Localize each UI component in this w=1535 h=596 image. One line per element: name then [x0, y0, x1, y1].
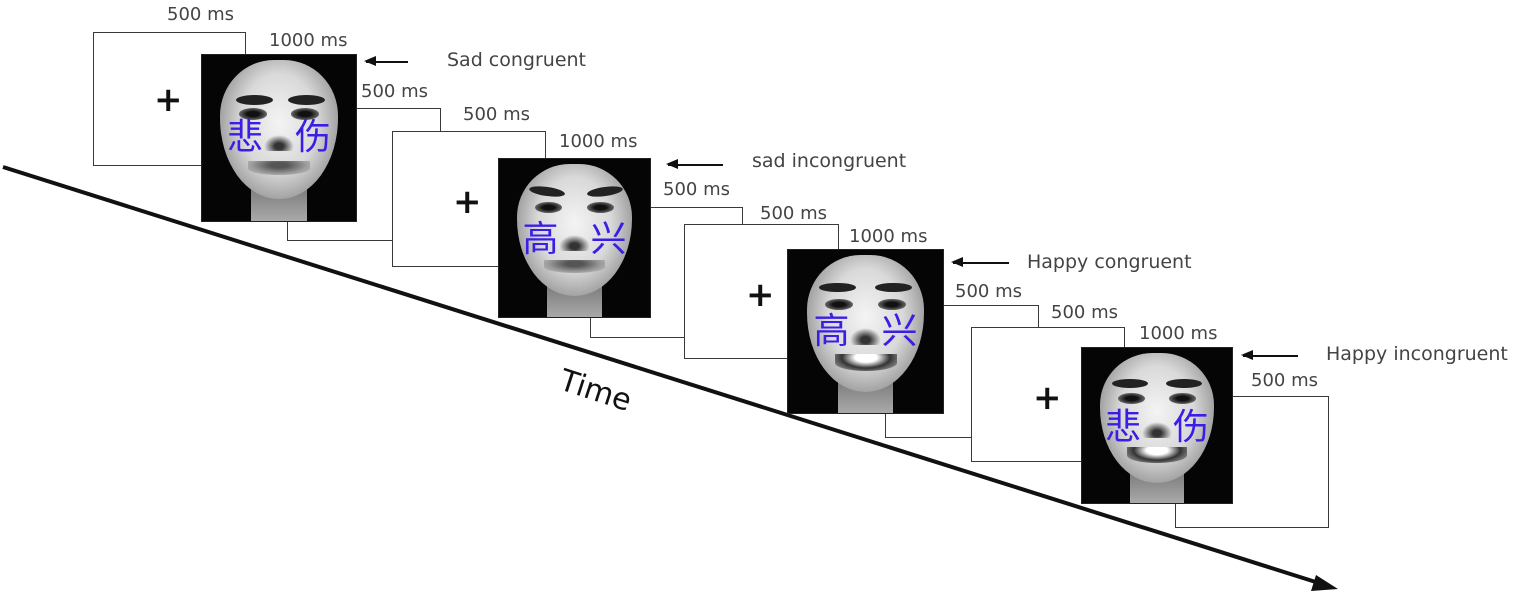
trial-3-blank-duration: 500 ms: [955, 281, 1022, 302]
trial-1-condition-label: Sad congruent: [447, 49, 587, 71]
fixation-cross: +: [746, 275, 775, 315]
pointer-arrow-icon: [951, 258, 1009, 266]
trial-3-condition-label: Happy congruent: [1027, 251, 1192, 273]
trial-2-condition-label: sad incongruent: [752, 150, 907, 172]
fixation-cross: +: [1033, 378, 1062, 418]
emotion-word: 悲伤: [226, 117, 331, 159]
trial-3-face-stimulus: 高兴: [787, 249, 944, 414]
trial-4-fixation-duration: 500 ms: [1051, 302, 1118, 323]
pointer-arrow-icon: [1241, 351, 1298, 359]
trial-1-face-duration: 1000 ms: [269, 30, 348, 51]
emotion-word: 高兴: [522, 218, 627, 260]
trial-3-face-duration: 1000 ms: [849, 226, 928, 247]
fixation-cross: +: [453, 182, 482, 222]
trial-2-fixation-duration: 500 ms: [463, 104, 530, 125]
trial-3-fixation-duration: 500 ms: [760, 203, 827, 224]
trial-4-condition-label: Happy incongruent: [1326, 343, 1508, 365]
trial-2-face-duration: 1000 ms: [559, 131, 638, 152]
trial-1-fixation-duration: 500 ms: [167, 4, 234, 25]
fixation-cross: +: [154, 80, 183, 120]
pointer-arrow-icon: [364, 57, 408, 65]
emotion-word: 悲伤: [1104, 406, 1209, 448]
trial-4-blank-duration: 500 ms: [1251, 370, 1318, 391]
trial-4-face-stimulus: 悲伤: [1081, 347, 1233, 504]
trial-1-face-stimulus: 悲伤: [201, 54, 357, 222]
emotion-word: 高兴: [813, 311, 918, 353]
trial-4-face-duration: 1000 ms: [1139, 323, 1218, 344]
pointer-arrow-icon: [666, 160, 723, 168]
trial-1-blank-duration: 500 ms: [361, 81, 428, 102]
trial-2-blank-duration: 500 ms: [663, 179, 730, 200]
trial-2-face-stimulus: 高兴: [498, 158, 651, 318]
